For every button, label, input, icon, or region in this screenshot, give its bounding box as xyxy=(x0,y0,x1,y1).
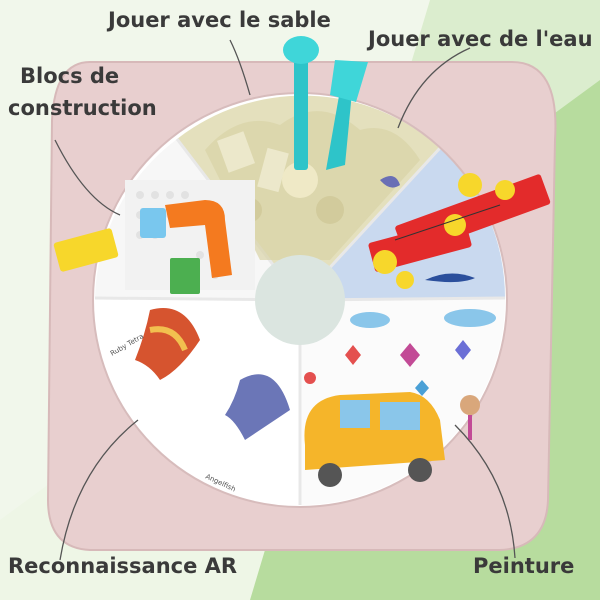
leader-lines xyxy=(54,39,516,561)
label-water: Jouer avec de l'eau xyxy=(368,27,593,51)
label-ar: Reconnaissance AR xyxy=(8,554,238,578)
label-sand: Jouer avec le sable xyxy=(108,8,331,32)
label-blocks-line1: Blocs de xyxy=(20,64,120,88)
sand-tools xyxy=(283,36,368,170)
label-paint: Peinture xyxy=(473,554,575,578)
sand-pile xyxy=(205,111,420,261)
blocks-toys xyxy=(53,180,255,294)
label-blocks-line2: construction xyxy=(8,96,157,120)
painting xyxy=(304,309,496,487)
water-toys xyxy=(368,173,551,289)
center-hub xyxy=(255,255,345,345)
